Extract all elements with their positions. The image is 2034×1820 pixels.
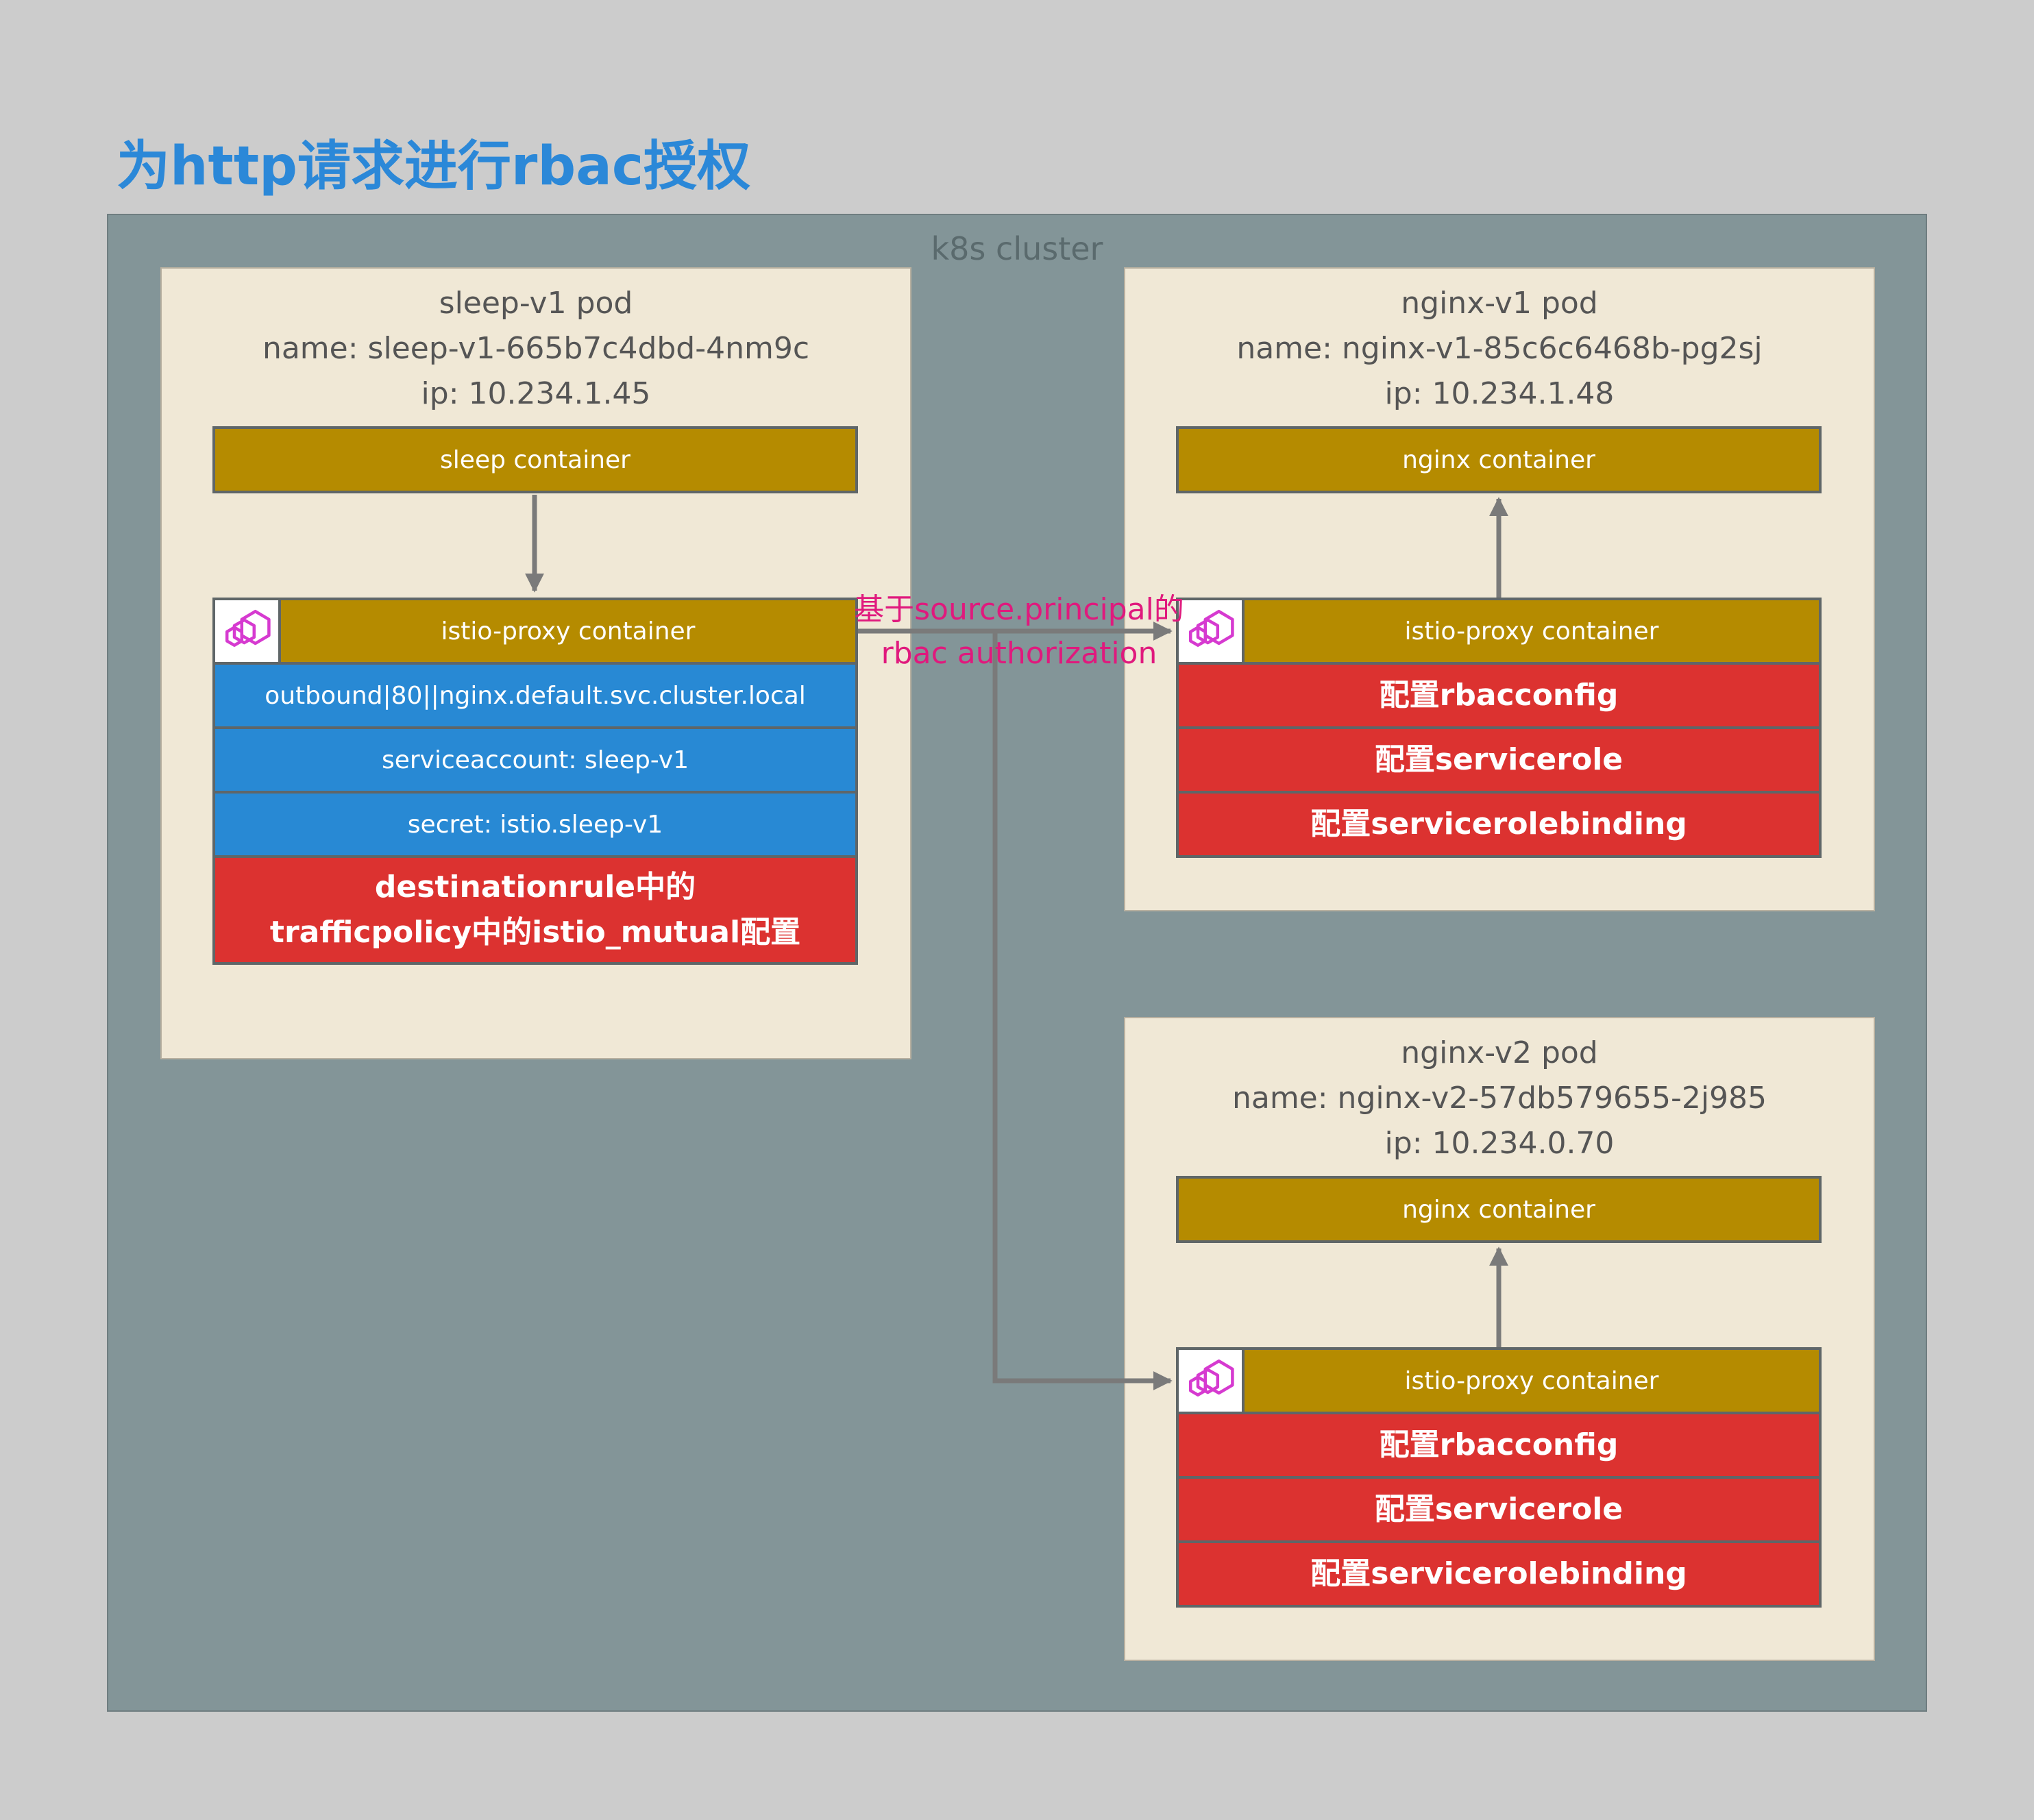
rbacconfig-row: 配置rbacconfig — [1176, 1412, 1822, 1479]
flow-label-line-2: rbac authorization — [881, 636, 1157, 671]
config-line-1: destinationrule中的 — [374, 870, 696, 905]
servicerole-row: 配置servicerole — [1176, 726, 1822, 794]
pod-name: name: nginx-v2-57db579655-2j985 — [1232, 1081, 1767, 1116]
pod-title: nginx-v1 pod — [1401, 286, 1598, 321]
pod-name: name: nginx-v1-85c6c6468b-pg2sj — [1236, 331, 1763, 366]
pod-name: name: sleep-v1-665b7c4dbd-4nm9c — [262, 331, 810, 366]
config-line-2: trafficpolicy中的istio_mutual配置 — [269, 915, 801, 950]
proxy-to-nginx-v2-arrow — [992, 631, 1173, 1390]
envoy-logo-icon — [1176, 598, 1245, 665]
pod-ip: ip: 10.234.1.48 — [1384, 376, 1615, 411]
serviceaccount-row: serviceaccount: sleep-v1 — [212, 726, 858, 794]
envoy-logo-svg — [1188, 1359, 1234, 1397]
nginx-v1-container: nginx container — [1176, 426, 1822, 493]
servicerolebinding-row: 配置servicerolebinding — [1176, 791, 1822, 858]
nginx-v1-pod-header: nginx-v1 pod name: nginx-v1-85c6c6468b-p… — [1125, 281, 1874, 417]
pod-title: sleep-v1 pod — [439, 286, 633, 321]
sleep-container: sleep container — [212, 426, 858, 493]
flow-label-line-1: 基于source.principal的 — [854, 592, 1184, 627]
rbac-flow-label: 基于source.principal的 rbac authorization — [850, 588, 1188, 676]
nginx-v2-container: nginx container — [1176, 1176, 1822, 1243]
servicerolebinding-row: 配置servicerolebinding — [1176, 1540, 1822, 1608]
nginx-v2-proxy-container: istio-proxy container — [1242, 1347, 1822, 1414]
envoy-logo-svg — [225, 609, 271, 647]
pod-ip: ip: 10.234.1.45 — [421, 376, 651, 411]
envoy-logo-svg — [1188, 609, 1234, 647]
sleep-pod-header: sleep-v1 pod name: sleep-v1-665b7c4dbd-4… — [162, 281, 910, 417]
pod-ip: ip: 10.234.0.70 — [1384, 1126, 1615, 1161]
nginx-v2-pod-header: nginx-v2 pod name: nginx-v2-57db579655-2… — [1125, 1031, 1874, 1166]
sleep-proxy-container: istio-proxy container — [278, 598, 858, 665]
diagram-title: 为http请求进行rbac授权 — [117, 136, 751, 197]
cluster-label: k8s cluster — [931, 230, 1103, 267]
destinationrule-config: destinationrule中的 trafficpolicy中的istio_m… — [212, 855, 858, 965]
pod-title: nginx-v2 pod — [1401, 1035, 1598, 1070]
nginx-v1-proxy-container: istio-proxy container — [1242, 598, 1822, 665]
